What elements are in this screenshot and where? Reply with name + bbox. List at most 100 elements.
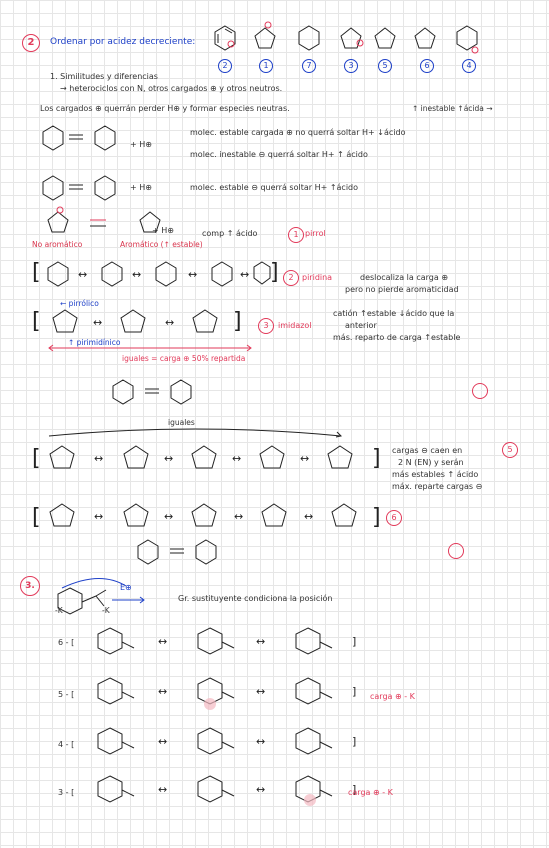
anion-imid-curve <box>48 428 343 438</box>
svg-text:↔: ↔ <box>256 735 265 748</box>
pyridina-note1: deslocaliza la carga ⊕ <box>360 273 449 282</box>
rank-badge-2: 1 <box>259 59 273 73</box>
header-molecules <box>214 21 479 54</box>
imidazol-label-pirrolico: ← pirrólico <box>60 299 99 308</box>
piperidine-rank <box>448 543 464 559</box>
svg-text:↔: ↔ <box>158 635 167 648</box>
pyrrole-rank: 1 <box>288 227 304 243</box>
imidazolide-molecule <box>374 27 396 49</box>
imidazol-bracket-right: ] <box>233 309 242 334</box>
pyridina-rank: 2 <box>283 270 299 286</box>
anion-pyrrole-rank: 6 <box>386 510 402 526</box>
svg-text:↔: ↔ <box>158 735 167 748</box>
imidazolide-resonance: ↔↔↔↔ <box>49 445 353 469</box>
section3-k-right: -K <box>102 606 110 615</box>
svg-text:↔: ↔ <box>256 635 265 648</box>
pyrrolide-molecule <box>414 27 436 49</box>
section3-resonance-structures: ↔ ↔ ↔ ↔ ↔ ↔ ↔ ↔ ]]]] <box>97 627 356 806</box>
svg-text:↔: ↔ <box>256 685 265 698</box>
imidazol-bracket-left: [ <box>32 309 41 334</box>
pyrrole-product: + H⊕ <box>152 226 174 235</box>
pyr-row2-note: molec. inestable ⊖ querrá soltar H+ ↑ ác… <box>190 150 368 159</box>
svg-text:]: ] <box>352 735 356 748</box>
section3-row-6-label: 6 - [ <box>58 638 75 647</box>
section3-row-5-label: 5 - [ <box>58 690 75 699</box>
piperidinium-rank <box>472 383 488 399</box>
svg-text:↔: ↔ <box>240 268 249 281</box>
piperidine-molecule <box>298 25 320 51</box>
anion-imid-rank: 5 <box>502 442 518 458</box>
section1-line1: → heterociclos con N, otros cargados ⊕ y… <box>60 84 283 93</box>
svg-text:]: ] <box>352 685 356 698</box>
svg-text:↔: ↔ <box>164 452 173 465</box>
imidazol-note2: anterior <box>345 321 377 330</box>
anion-imid-note4: máx. reparte cargas ⊖ <box>392 482 483 491</box>
svg-text:↔: ↔ <box>188 268 197 281</box>
pyrrolium-molecule <box>254 21 276 49</box>
svg-text:↔: ↔ <box>94 452 103 465</box>
section3-row-5-tag: carga ⊕ - K <box>370 692 415 701</box>
section1-title: 1. Similitudes y diferencias <box>50 72 158 81</box>
pyridinium-molecule <box>214 25 236 51</box>
pyridinium-resonance: ↔ ↔ ↔ ↔ <box>47 261 271 287</box>
pyridina-name: piridina <box>302 273 333 282</box>
piperidinium-equilibrium <box>112 379 192 405</box>
piperidinium-molecule <box>456 25 479 54</box>
rank-badge-7: 4 <box>462 59 476 73</box>
section-number-badge: 2 <box>22 34 40 52</box>
section3-note: Gr. sustituyente condiciona la posición <box>178 594 333 603</box>
svg-text:↔: ↔ <box>158 685 167 698</box>
section3-row-3-label: 3 - [ <box>58 788 75 797</box>
svg-text:↔: ↔ <box>300 452 309 465</box>
imidazol-note3: más. reparto de carga ↑estable <box>333 333 461 342</box>
stability-legend: ↑ inestable ↑ácida → <box>412 104 493 113</box>
rank-badge-5: 5 <box>378 59 392 73</box>
svg-text:↔: ↔ <box>304 510 313 523</box>
pyridina-bracket-right: ] <box>270 260 279 285</box>
pyr-row3-product: + H⊕ <box>130 183 152 192</box>
svg-text:↔: ↔ <box>164 510 173 523</box>
section3-ketone-pyridine <box>57 577 145 615</box>
svg-text:↔: ↔ <box>158 783 167 796</box>
imidazolium-resonance: ↔↔ <box>52 309 218 333</box>
svg-text:↔: ↔ <box>93 316 102 329</box>
pyrrole-label-right: Aromático (↑ estable) <box>120 240 203 249</box>
rank-badge-3: 7 <box>302 59 316 73</box>
section3-row-3-tag: carga ⊕ - K <box>348 788 393 797</box>
anion-imid-note2: 2 N (EN) y serán <box>398 458 464 467</box>
pyrrole-name: pirrol <box>305 229 326 238</box>
svg-text:↔: ↔ <box>132 268 141 281</box>
svg-text:↔: ↔ <box>234 510 243 523</box>
imidazolium-molecule <box>340 27 364 49</box>
section3-row-4-label: 4 - [ <box>58 740 75 749</box>
pyrrole-equilibrium <box>47 206 161 233</box>
section3-number-badge: 3. <box>20 576 40 596</box>
section1-line2: Los cargados ⊕ querrán perder H⊕ y forma… <box>40 104 290 113</box>
piperidine-equilibrium <box>137 539 217 565</box>
section3-electrophile: E⊕ <box>120 583 132 592</box>
pyridina-bracket-left: [ <box>32 260 41 285</box>
svg-text:↔: ↔ <box>165 316 174 329</box>
rank-badge-1: 2 <box>218 59 232 73</box>
svg-text:↔: ↔ <box>94 510 103 523</box>
svg-text:↔: ↔ <box>78 268 87 281</box>
imidazol-name: imidazol <box>278 321 312 330</box>
rank-badge-6: 6 <box>420 59 434 73</box>
section3-k-left: -K <box>55 606 63 615</box>
pyridine-equilibrium-rows <box>42 125 116 201</box>
anion-imid-note3: más estables ↑ ácido <box>392 470 479 479</box>
pyr-row1-product: + H⊕ <box>130 140 152 149</box>
anion-imid-bracket-left: [ <box>32 446 41 471</box>
imidazol-rank: 3 <box>258 318 274 334</box>
svg-text:]: ] <box>352 783 356 796</box>
svg-text:↔: ↔ <box>256 783 265 796</box>
anion-imid-bracket-right: ] <box>372 446 381 471</box>
imidazol-double-arrow <box>48 344 252 352</box>
anion-pyrrole-bracket-left: [ <box>32 505 41 530</box>
imidazol-note1: catión ↑estable ↓ácido que la <box>333 309 455 318</box>
pyrrole-note: comp ↑ ácido <box>202 229 258 238</box>
page-title: Ordenar por acidez decreciente: <box>50 37 196 47</box>
pyr-row1-note: molec. estable cargada ⊕ no querrá solta… <box>190 128 406 137</box>
svg-text:]: ] <box>352 635 356 648</box>
pyrrolide-resonance: ↔ ↔ ↔ ↔ <box>49 503 357 527</box>
